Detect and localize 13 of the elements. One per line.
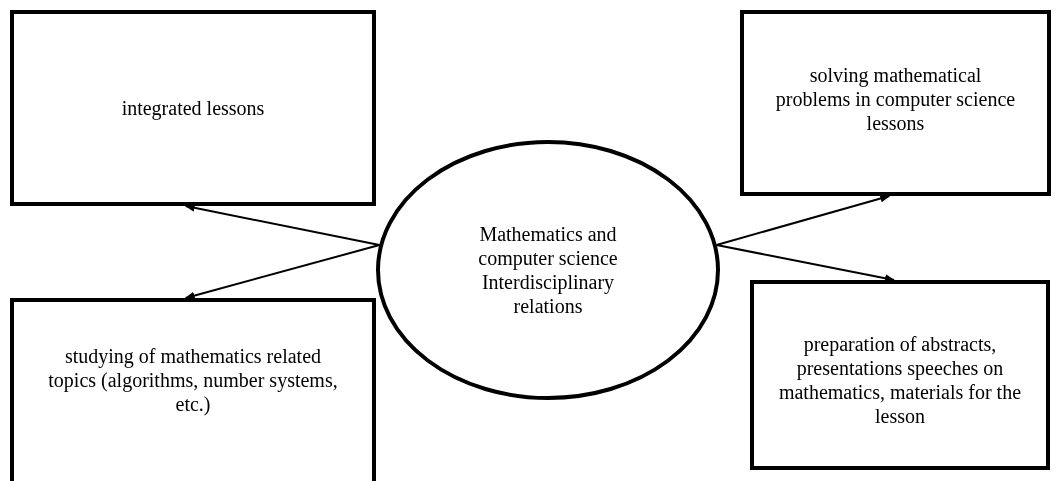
text-box — [10, 298, 376, 481]
text-box — [10, 10, 376, 206]
arrow — [715, 244, 895, 283]
node-text: Mathematics and computer science Interdisciplinary relations — [477, 222, 619, 318]
node-text: solving mathematical problems in computer science lessons — [774, 63, 1017, 135]
ellipse-node — [376, 140, 720, 400]
node-text: preparation of abstracts, presentations speeches on mathematics, materials for the lesson — [777, 332, 1023, 428]
node-text: studying of mathematics related topics (algorithms, number systems, etc.) — [47, 344, 339, 416]
text-box — [740, 10, 1051, 196]
arrow — [715, 194, 891, 246]
node-text: integrated lessons — [120, 96, 266, 120]
text-box — [750, 280, 1050, 470]
arrow — [184, 244, 381, 300]
